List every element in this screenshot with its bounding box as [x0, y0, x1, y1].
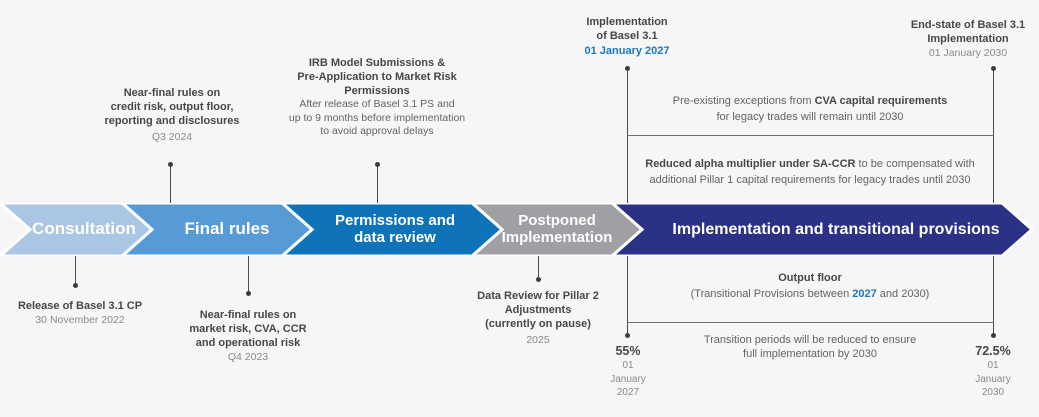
segment-label-final-rules: Final rules	[152, 203, 302, 256]
milestone-date-accent: 01 January 2027	[584, 45, 670, 57]
milestone-implementation-2027: Implementation of Basel 3.1 01 January 2…	[552, 15, 702, 58]
note-cva-exceptions: Pre-existing exceptions from CVA capital…	[630, 93, 990, 125]
floor-date: 01	[622, 360, 634, 371]
connector-line	[627, 256, 628, 335]
milestone-title: (currently on pause)	[485, 318, 591, 330]
connector-dot	[991, 66, 996, 71]
connector-dot	[246, 291, 251, 296]
milestone-body: to avoid approval delays	[320, 125, 434, 137]
floor-start-55pct: 55% 01 January 2027	[588, 344, 668, 400]
note-text: for legacy trades will remain until 2030	[716, 111, 904, 123]
milestone-end-state-2030: End-state of Basel 3.1 Implementation 01…	[878, 18, 1039, 60]
note-transition-periods: Transition periods will be reduced to en…	[660, 334, 960, 361]
milestone-title: Data Review for Pillar 2	[477, 290, 599, 302]
connector-line	[75, 256, 76, 285]
milestone-data-review-pillar2: Data Review for Pillar 2 Adjustments (cu…	[448, 289, 628, 347]
floor-date: January	[610, 373, 646, 385]
note-text: full implementation by 2030	[743, 347, 877, 360]
milestone-title: and operational risk	[195, 337, 301, 349]
note-text: additional Pillar 1 capital requirements…	[649, 174, 971, 186]
milestone-title: End-state of Basel 3.1	[910, 19, 1026, 31]
milestone-title: IRB Model Submissions &	[308, 57, 446, 69]
segment-consultation-shape	[0, 203, 155, 256]
segment-label-text: Implementation and transitional provisio…	[672, 220, 1000, 238]
connector-dot	[375, 162, 380, 167]
milestone-body: After release of Basel 3.1 PS and	[299, 98, 455, 110]
note-sa-ccr-multiplier: Reduced alpha multiplier under SA-CCR to…	[628, 156, 992, 188]
milestone-title: Release of Basel 3.1 CP	[17, 300, 143, 312]
milestone-near-final-rules-q3-2024: Near-final rules on credit risk, output …	[77, 86, 267, 144]
connector-line	[377, 164, 378, 203]
connector-line	[170, 164, 171, 203]
timeline-band	[0, 203, 1035, 256]
milestone-title: Implementation	[927, 33, 1009, 45]
milestone-title: reporting and disclosures	[104, 115, 240, 127]
connector-dot	[536, 277, 541, 282]
milestone-date: 01 January 2030	[928, 47, 1008, 59]
floor-date: January	[975, 373, 1011, 385]
milestone-title: of Basel 3.1	[596, 30, 658, 42]
note-text-bold: CVA capital requirements	[814, 95, 948, 107]
milestone-date: 30 November 2022	[35, 314, 125, 326]
milestone-title: Near-final rules on	[199, 309, 297, 321]
segment-label-text: Consultation	[32, 219, 136, 239]
milestone-release-cp: Release of Basel 3.1 CP 30 November 2022	[0, 299, 160, 327]
milestone-date: 2025	[526, 334, 550, 346]
segment-label-permissions: Permissions and data review	[305, 203, 485, 256]
connector-dot	[625, 66, 630, 71]
connector-line	[538, 256, 539, 279]
note-text: Pre-existing exceptions from	[672, 95, 815, 107]
connector-dot	[991, 333, 996, 338]
floor-date: 01	[987, 360, 999, 371]
note-text-bold: Reduced alpha multiplier under SA-CCR	[645, 158, 856, 170]
segment-label-text: Final rules	[184, 219, 270, 239]
divider-line	[627, 322, 994, 323]
note-title: Output floor	[778, 272, 842, 284]
note-text: to be compensated with	[855, 158, 975, 170]
floor-date: 2030	[981, 387, 1005, 398]
milestone-title: Implementation	[586, 16, 668, 28]
connector-dot	[625, 333, 630, 338]
divider-line	[627, 135, 994, 136]
milestone-title: Pre-Application to Market Risk	[297, 71, 457, 83]
note-text: and 2030)	[876, 288, 930, 300]
connector-dot	[168, 162, 173, 167]
connector-dot	[73, 283, 78, 288]
floor-date: 2027	[616, 387, 640, 398]
milestone-date: Q4 2023	[227, 351, 269, 363]
connector-line	[993, 256, 994, 335]
note-text: Transition periods will be reduced to en…	[703, 334, 917, 346]
note-output-floor: Output floor (Transitional Provisions be…	[630, 271, 990, 302]
milestone-irb-model-submissions: IRB Model Submissions & Pre-Application …	[272, 56, 482, 139]
note-text: (Transitional Provisions between	[690, 288, 853, 300]
connector-line	[248, 256, 249, 293]
note-year-accent: 2027	[852, 288, 877, 300]
milestone-title: Adjustments	[504, 304, 572, 316]
milestone-near-final-rules-q4-2023: Near-final rules on market risk, CVA, CC…	[158, 308, 338, 364]
milestone-title: Near-final rules on	[123, 87, 221, 99]
milestone-body: up to 9 months before implementation	[288, 111, 466, 124]
floor-percentage: 72.5%	[975, 344, 1011, 358]
segment-label-consultation: Consultation	[22, 203, 146, 256]
segment-label-text: Implementation	[501, 228, 613, 246]
milestone-date: Q3 2024	[151, 131, 193, 143]
floor-end-72-5pct: 72.5% 01 January 2030	[953, 344, 1033, 400]
segment-label-text: data review	[354, 228, 436, 246]
segment-label-text: Postponed	[518, 212, 596, 230]
segment-label-text: Permissions and	[334, 212, 456, 230]
segment-label-postponed: Postponed Implementation	[482, 203, 632, 256]
segment-label-implementation: Implementation and transitional provisio…	[642, 203, 1030, 256]
milestone-title: credit risk, output floor,	[110, 101, 234, 113]
milestone-title: Permissions	[344, 85, 410, 97]
milestone-title: market risk, CVA, CCR	[189, 323, 307, 335]
floor-percentage: 55%	[615, 344, 641, 358]
